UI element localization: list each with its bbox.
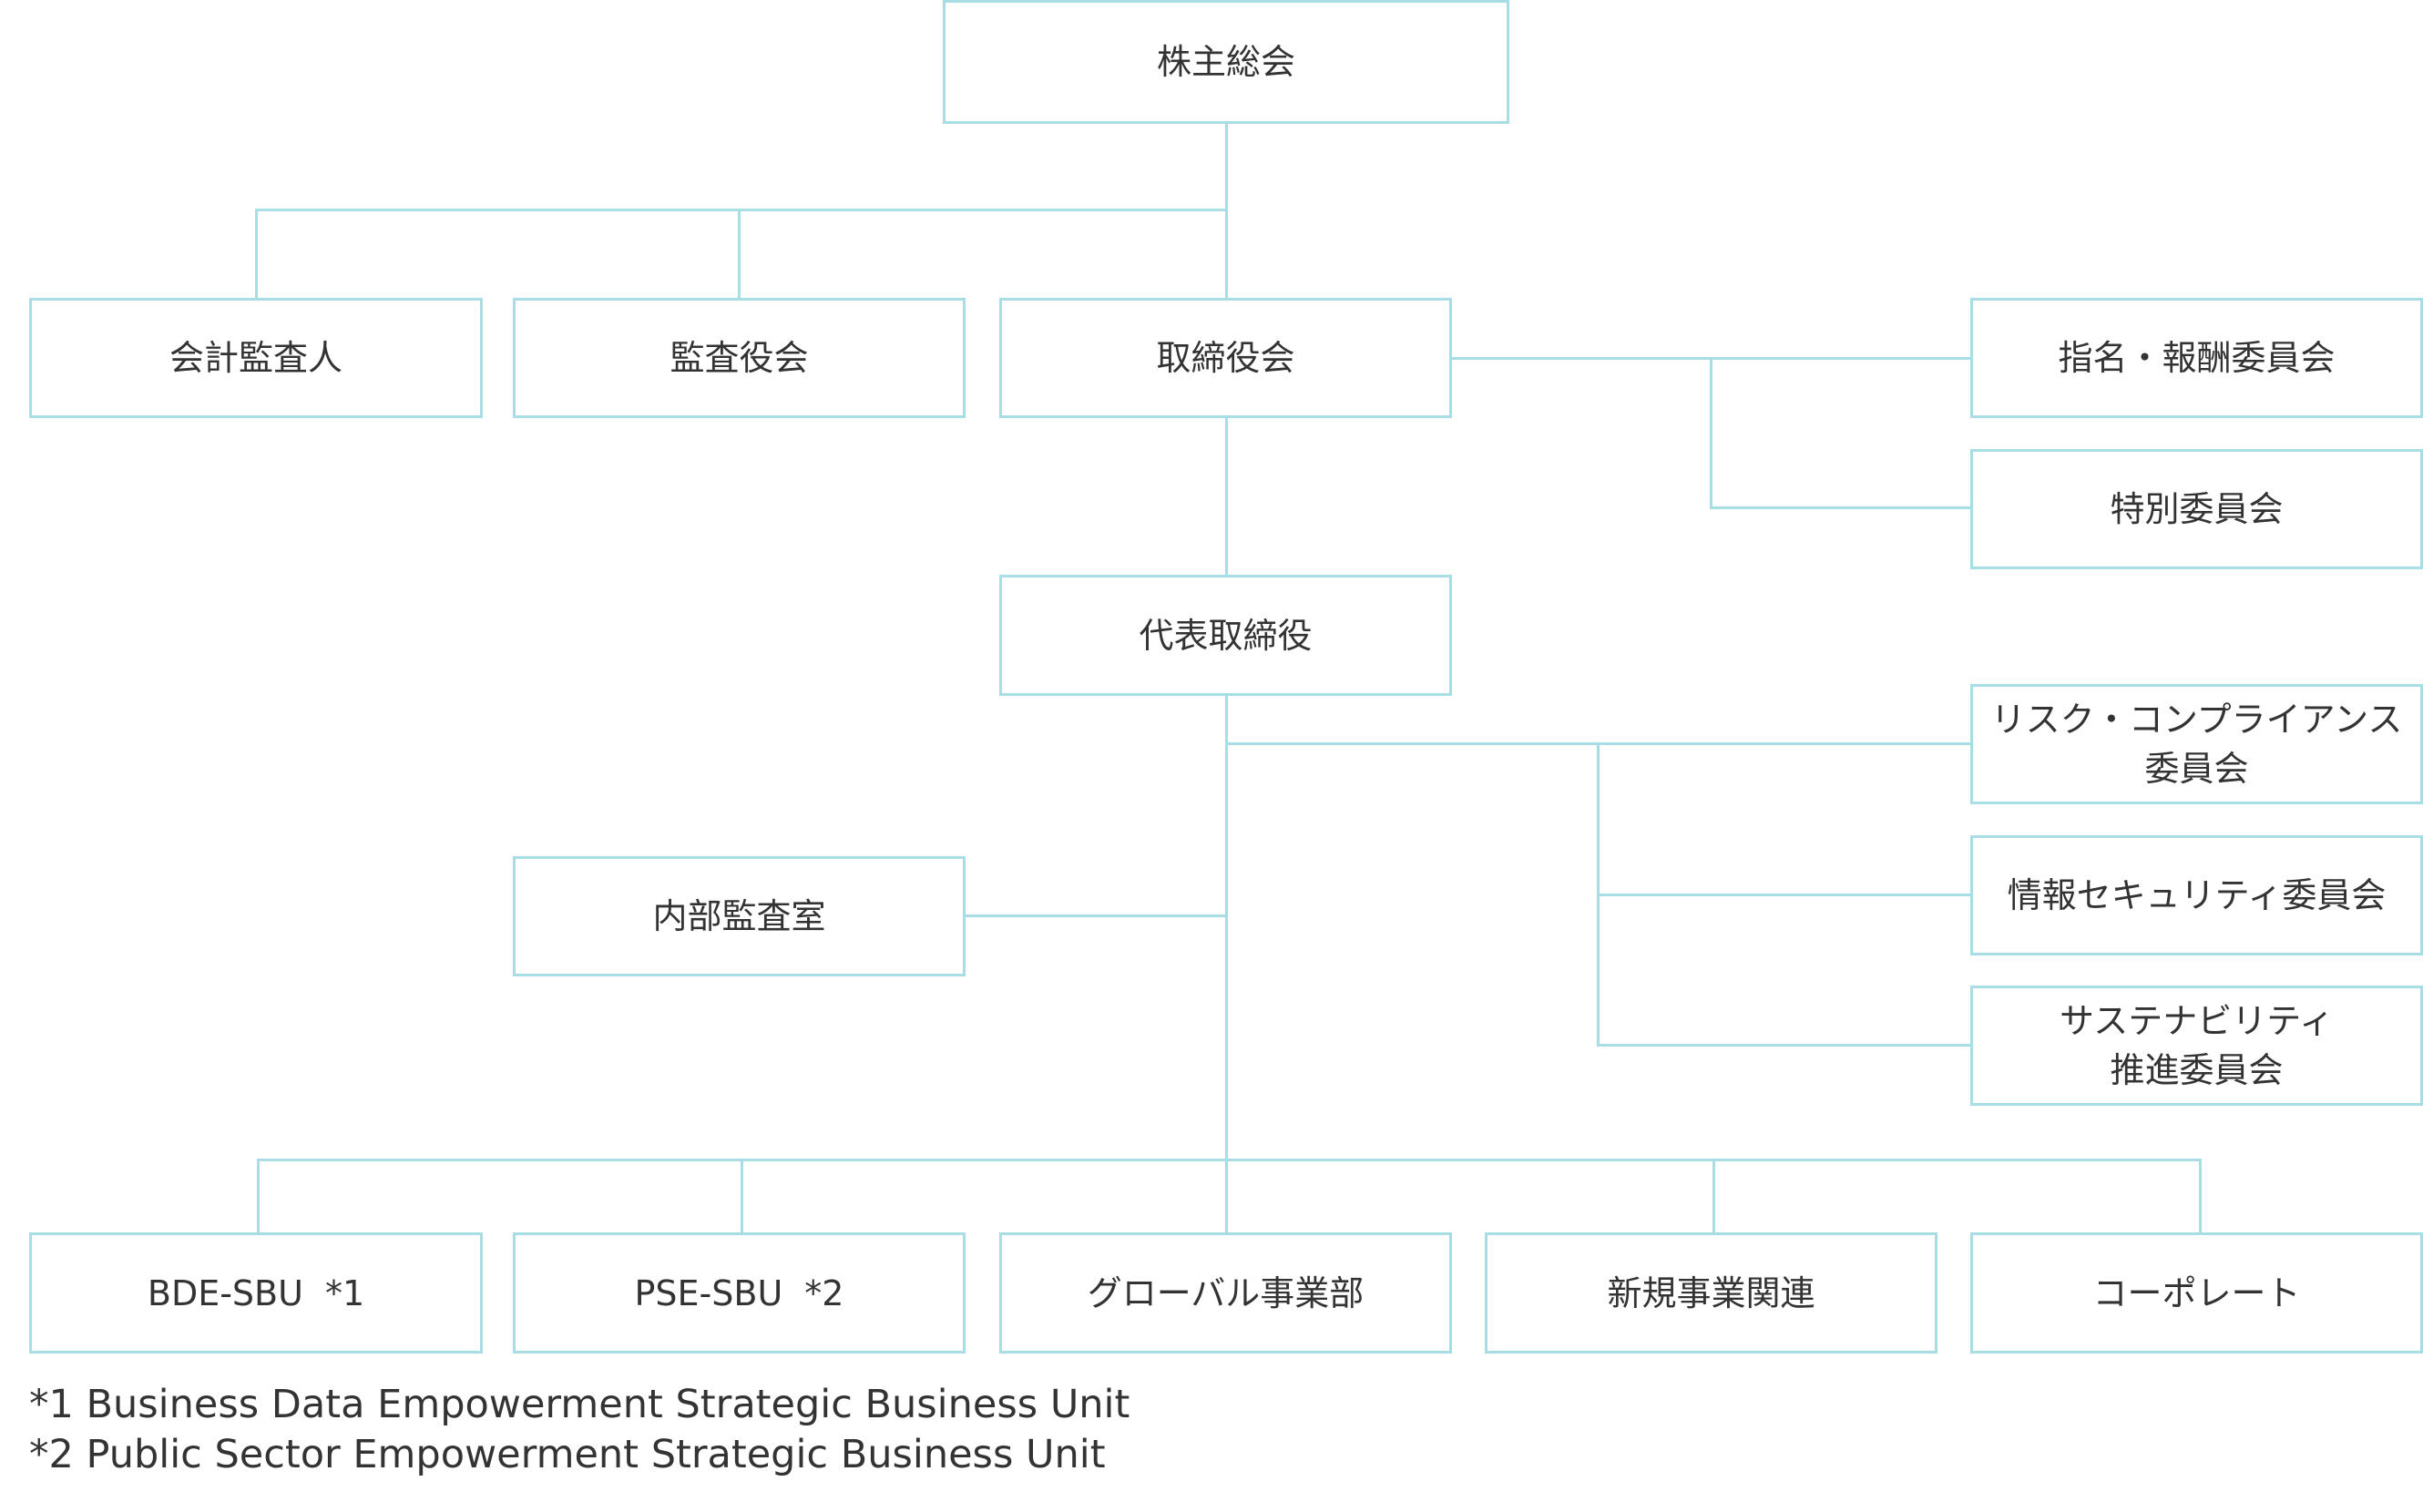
global-business-box: グローバル事業部	[999, 1232, 1452, 1354]
sustainability-committee-box: サステナビリティ 推進委員会	[1970, 986, 2423, 1106]
node-label: 情報セキュリティ委員会	[2007, 875, 2387, 915]
node-label: 新規事業関連	[1607, 1272, 1815, 1313]
node-label: BDE-SBU	[147, 1272, 303, 1313]
node-label: グローバル事業部	[1087, 1272, 1365, 1313]
new-business-box: 新規事業関連	[1485, 1232, 1937, 1354]
connector	[257, 1159, 260, 1235]
risk-compliance-committee-box: リスク・コンプライアンス 委員会	[1970, 684, 2423, 804]
bde-sbu-box: BDE-SBU *1	[29, 1232, 483, 1354]
node-label: 特別委員会	[2110, 489, 2284, 529]
connector	[257, 1159, 2202, 1161]
node-label: 代表取締役	[1139, 615, 1313, 656]
representative-director-box: 代表取締役	[999, 575, 1452, 696]
connector	[1710, 357, 1712, 508]
footnote-2: *2 Public Sector Empowerment Strategic B…	[29, 1432, 1106, 1477]
node-label: 内部監査室	[652, 896, 826, 936]
connector	[1225, 742, 1975, 745]
footnote-1: *1 Business Data Empowerment Strategic B…	[29, 1382, 1130, 1427]
connector	[1710, 506, 1975, 509]
connector	[1225, 415, 1228, 577]
connector	[255, 209, 1228, 211]
node-label: コーポレート	[2092, 1272, 2301, 1313]
corporate-box: コーポレート	[1970, 1232, 2423, 1354]
connector	[1712, 1159, 1715, 1235]
nomination-committee-box: 指名・報酬委員会	[1970, 298, 2423, 418]
board-of-directors-box: 取締役会	[999, 298, 1452, 418]
node-label: 会計監査人	[169, 338, 342, 378]
node-label: サステナビリティ 推進委員会	[2060, 1001, 2334, 1090]
connector	[255, 209, 258, 301]
connector	[1597, 1044, 1975, 1047]
pse-sbu-box: PSE-SBU *2	[513, 1232, 966, 1354]
audit-board-box: 監査役会	[513, 298, 966, 418]
node-label: 監査役会	[670, 338, 809, 378]
node-label: 取締役会	[1156, 338, 1295, 378]
infosec-committee-box: 情報セキュリティ委員会	[1970, 835, 2423, 955]
connector	[962, 914, 1228, 917]
internal-audit-box: 内部監査室	[513, 856, 966, 976]
footnote-ref: *1	[324, 1272, 365, 1313]
footnotes: *1 Business Data Empowerment Strategic B…	[29, 1380, 1130, 1480]
connector	[1225, 694, 1228, 1235]
node-label: PSE-SBU	[634, 1272, 783, 1313]
shareholders-meeting-box: 株主総会	[943, 0, 1509, 124]
special-committee-box: 特別委員会	[1970, 449, 2423, 569]
footnote-ref: *2	[804, 1272, 844, 1313]
node-label: 指名・報酬委員会	[2058, 338, 2336, 378]
connector	[2199, 1159, 2202, 1235]
connector	[738, 209, 741, 301]
accounting-auditor-box: 会計監査人	[29, 298, 483, 418]
node-label: リスク・コンプライアンス 委員会	[1990, 700, 2403, 789]
node-label: 株主総会	[1156, 42, 1295, 82]
connector	[741, 1159, 743, 1235]
connector	[1450, 357, 1975, 360]
connector	[1597, 894, 1975, 896]
connector	[1225, 122, 1228, 301]
